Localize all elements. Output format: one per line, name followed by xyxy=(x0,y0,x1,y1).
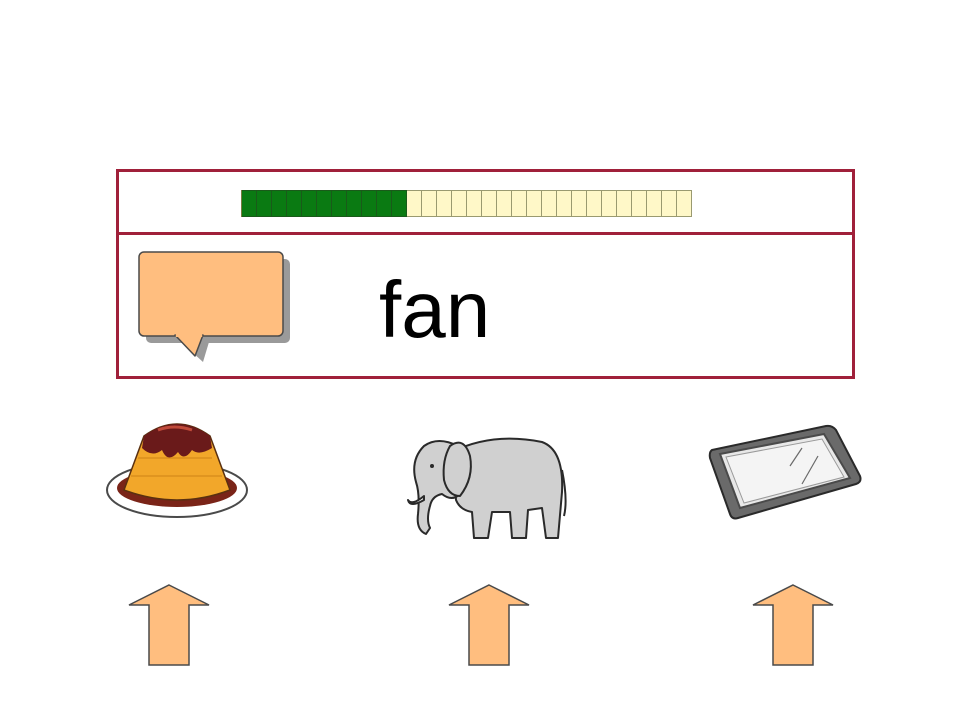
choice-tray[interactable] xyxy=(706,422,864,522)
elephant-icon xyxy=(407,437,567,539)
progress-segment-remaining xyxy=(617,190,632,217)
up-arrow-icon xyxy=(448,584,530,666)
flan-icon xyxy=(106,423,248,518)
choice-flan[interactable] xyxy=(104,418,250,524)
progress-segment-remaining xyxy=(422,190,437,217)
progress-segment-complete xyxy=(287,190,302,217)
progress-segment-remaining xyxy=(452,190,467,217)
progress-segment-remaining xyxy=(497,190,512,217)
select-tray-arrow-button[interactable] xyxy=(751,584,835,666)
progress-segment-remaining xyxy=(407,190,422,217)
progress-segment-complete xyxy=(392,190,407,217)
progress-segment-remaining xyxy=(512,190,527,217)
speech-bubble-icon xyxy=(138,251,290,362)
progress-segment-complete xyxy=(362,190,377,217)
select-elephant-arrow-button[interactable] xyxy=(447,584,531,666)
progress-segment-remaining xyxy=(467,190,482,217)
progress-bar xyxy=(241,190,692,217)
progress-segment-complete xyxy=(317,190,332,217)
progress-segment-remaining xyxy=(602,190,617,217)
progress-segment-complete xyxy=(302,190,317,217)
progress-segment-remaining xyxy=(527,190,542,217)
progress-segment-remaining xyxy=(587,190,602,217)
progress-segment-remaining xyxy=(542,190,557,217)
target-word: fan xyxy=(379,265,491,354)
panel-divider xyxy=(119,232,852,235)
play-word-button[interactable] xyxy=(137,250,297,370)
progress-segment-remaining xyxy=(482,190,497,217)
progress-segment-complete xyxy=(347,190,362,217)
progress-segment-complete xyxy=(242,190,257,217)
progress-segment-remaining xyxy=(632,190,647,217)
progress-segment-complete xyxy=(257,190,272,217)
tray-icon xyxy=(708,424,862,520)
select-flan-arrow-button[interactable] xyxy=(127,584,211,666)
progress-segment-remaining xyxy=(572,190,587,217)
progress-segment-remaining xyxy=(437,190,452,217)
progress-segment-remaining xyxy=(662,190,677,217)
up-arrow-icon xyxy=(128,584,210,666)
choice-elephant[interactable] xyxy=(402,430,570,546)
progress-segment-complete xyxy=(272,190,287,217)
word-panel: fan xyxy=(116,169,855,379)
progress-segment-remaining xyxy=(557,190,572,217)
progress-segment-remaining xyxy=(647,190,662,217)
progress-segment-complete xyxy=(332,190,347,217)
progress-segment-remaining xyxy=(677,190,692,217)
progress-segment-complete xyxy=(377,190,392,217)
up-arrow-icon xyxy=(752,584,834,666)
